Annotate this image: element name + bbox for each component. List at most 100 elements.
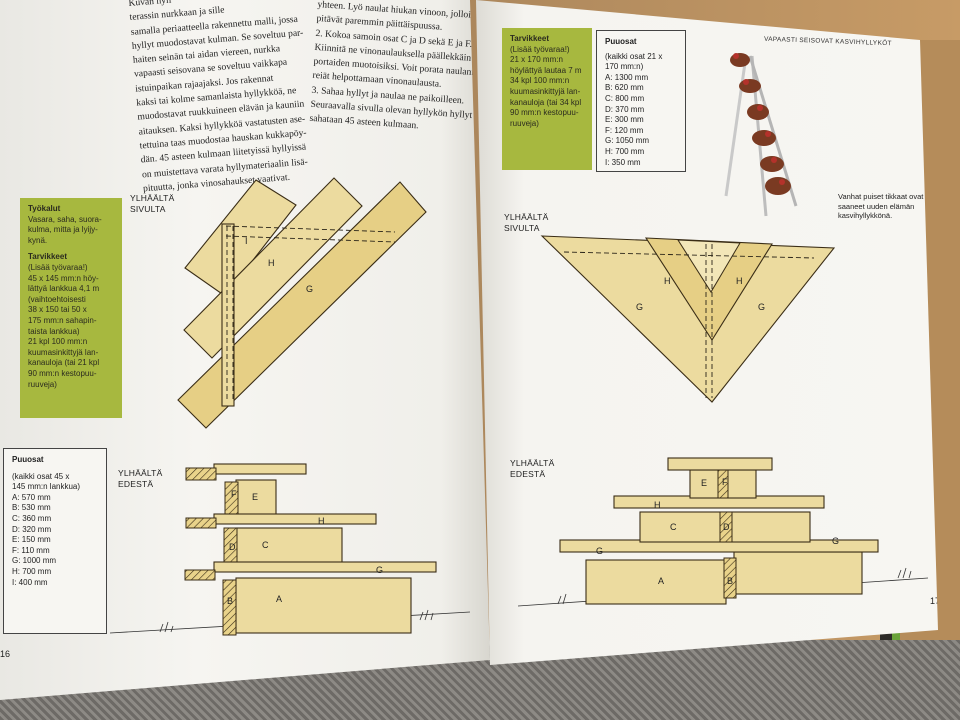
part-label: G [636,302,643,312]
supplies-line: ruuveja) [510,118,539,128]
parts-line: G: 1050 mm [605,136,650,146]
supplies-line: höylättyä lautaa 7 m [510,65,582,75]
ladder-photo [724,53,798,217]
supplies-line: 38 x 150 tai 50 x [28,305,87,315]
parts-line: D: 370 mm [605,104,645,114]
right-page: Tarvikkeet (Lisää työvaraa!)21 x 170 mm:… [476,0,938,665]
page-number-left: 16 [0,649,11,659]
parts-line: E: 300 mm [605,115,644,125]
part-label: B [727,576,733,586]
tools-line: Vasara, saha, suora- [28,214,102,224]
parts-line: C: 800 mm [605,93,645,103]
supplies-line: 45 x 145 mm:n höy- [28,273,99,283]
part-label: D [723,522,730,532]
view-label-line: SIVULTA [130,204,166,214]
parts-line: H: 700 mm [12,566,52,576]
parts-line: F: 110 mm [12,545,50,555]
part-label: A [276,594,282,604]
view-label-line: SIVULTA [504,223,540,233]
parts-line: 170 mm:n) [605,62,644,72]
page-number-right: 17 [930,596,938,606]
supplies-line: kanauloja (tai 34 kpl [510,97,582,107]
parts-line: G: 1000 mm [12,556,57,566]
triangle-inner [677,239,741,293]
view-label-top: YLHÄÄLTÄ SIVULTA [130,193,174,215]
view-label-top: YLHÄÄLTÄ SIVULTA [504,212,548,234]
photo-caption: Vanhat puiset tikkaat ovat saaneet uuden… [838,192,923,221]
frame-outline [225,225,396,243]
parts-title: Puuosat [605,37,637,46]
front-shelf-i [213,463,307,475]
supplies-line: 34 kpl 100 mm:n [510,76,570,86]
board-i [184,179,297,297]
supplies-line: (Lisää työvaraa!) [28,262,88,272]
front-shelf-h [213,513,377,525]
supplies-line: (Lisää työvaraa!) [510,44,570,54]
supplies-line: kuumasinkittyjä lan- [28,347,99,357]
tools-title: Työkalut [28,204,61,213]
parts-line: B: 620 mm [605,83,644,93]
front-shelf-g [213,561,437,573]
parts-line: I: 400 mm [12,577,48,587]
part-label: H [736,276,743,286]
view-label-line: EDESTÄ [118,479,154,489]
view-label-line: EDESTÄ [510,469,546,479]
label-g: G [306,284,313,294]
front-shelf-h-end [185,517,217,529]
front-shelf-i-end [185,467,217,481]
parts-line: A: 1300 mm [605,72,649,82]
part-label: H [318,516,325,526]
label-h: H [268,258,275,268]
parts-line: (kaikki osat 21 x [605,51,663,61]
part-label: H [664,276,671,286]
part-label: F [231,489,237,499]
front-post-f [224,481,239,519]
parts-line: C: 360 mm [12,513,52,523]
board-g [177,181,427,429]
supplies-line: 90 mm:n kestopuu- [510,108,579,118]
front-shelf-g-end [184,569,216,581]
tools-box: Työkalut Vasara, saha, suora-kulma, mitt… [20,198,122,418]
supplies-line: 21 x 170 mm:n [510,55,563,65]
supplies-line: lättyä lankkua 4,1 m [28,284,100,294]
front-post-d [719,511,733,543]
triangle-dashes [563,244,815,398]
part-label: C [670,522,677,532]
view-label-line: YLHÄÄLTÄ [504,212,549,222]
front-board-a-right [733,551,863,595]
supplies-title: Tarvikkeet [510,34,549,43]
part-label: B [227,596,233,606]
supplies-line: 21 kpl 100 mm:n [28,337,88,347]
front-shelf-i [667,457,773,471]
part-label: E [252,492,258,502]
tools-line: kynä. [28,235,48,245]
part-label: F [722,477,728,487]
part-label: C [262,540,269,550]
parts-line: I: 350 mm [605,157,641,167]
supplies-box: Tarvikkeet (Lisää työvaraa!)21 x 170 mm:… [502,28,592,170]
tools-text: Vasara, saha, suora-kulma, mitta ja lyij… [28,215,114,247]
parts-line: D: 320 mm [12,524,52,534]
supplies-line: ruuveja) [28,379,57,389]
part-label: H [654,500,661,510]
supplies-line: kanauloja (tai 21 kpl [28,358,100,368]
caption-line: saaneet uuden elämän [838,201,915,211]
supplies-line: 175 mm:n sahapin- [28,315,97,325]
part-label: G [832,536,839,546]
caption-line: kasvihyllykkönä. [838,211,893,220]
part-label: G [596,546,603,556]
front-board-a [585,559,727,605]
tools-line: kulma, mitta ja lyijy- [28,225,98,235]
post [221,223,235,407]
view-label-front: YLHÄÄLTÄ EDESTÄ [118,468,162,490]
